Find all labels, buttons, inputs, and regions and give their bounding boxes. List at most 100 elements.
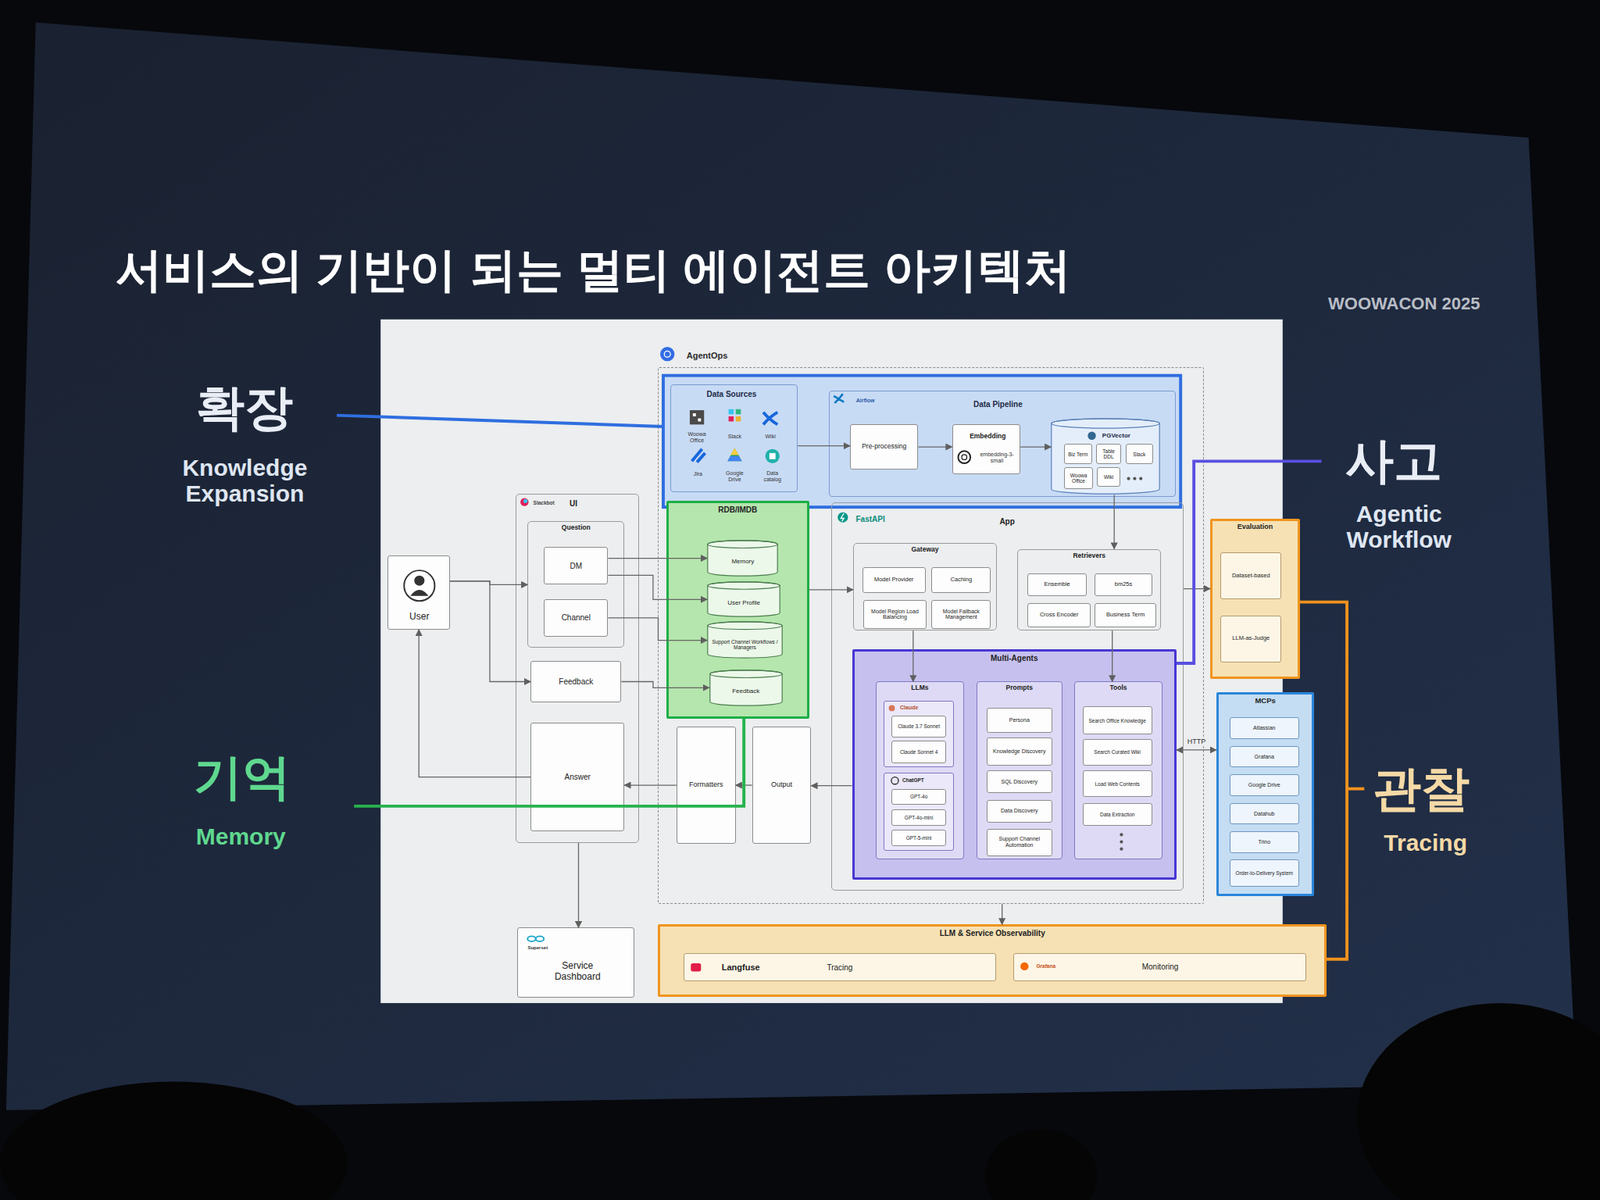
connectors xyxy=(418,446,1217,929)
node-text: Data Extraction xyxy=(1085,811,1150,818)
event-watermark: WOOWACON 2025 xyxy=(1314,294,1494,314)
more-dots xyxy=(1132,476,1136,480)
connector-arrow xyxy=(809,589,854,590)
cylinder-top xyxy=(1051,418,1160,429)
group-box: LLM & Service ObservabilityLangfuse Traci… xyxy=(657,924,1327,997)
node-text: Feedback xyxy=(533,677,618,686)
user-icon xyxy=(414,575,425,586)
cylinder-top xyxy=(707,621,783,630)
data-catalog-icon xyxy=(769,453,776,460)
group-heading: Prompts xyxy=(977,684,1062,692)
node-text: Output xyxy=(755,781,809,790)
node-text: Business Term xyxy=(1097,611,1153,618)
process-box: GPT-4o xyxy=(891,789,946,806)
group-heading: LLM & Service Observability xyxy=(660,928,1325,938)
node-text: Load Web Contents xyxy=(1085,781,1150,787)
node-text: Channel xyxy=(546,613,605,622)
group-box: Multi-AgentsLLMsClaudeClaude 3.7 SonnetC… xyxy=(852,649,1177,880)
process-box: GrafanaMonitoring xyxy=(1013,953,1307,983)
connector-arrow xyxy=(607,557,708,559)
node-text: Trino xyxy=(1232,839,1297,846)
process-box: Cross Encoder xyxy=(1027,603,1091,628)
node-text: Formatters xyxy=(679,781,733,790)
node-text: Langfuse xyxy=(710,962,772,972)
callout-line xyxy=(1346,787,1365,791)
more-dots xyxy=(1119,847,1123,851)
connector-arrow xyxy=(450,581,528,585)
group-box: ClaudeClaude 3.7 SonnetClaude Sonnet 4 xyxy=(883,700,954,768)
database-cylinder: Feedback xyxy=(709,669,783,707)
airflow-icon xyxy=(833,393,844,404)
node-text: Woowa Office xyxy=(1067,472,1090,484)
group-heading: Retrievers xyxy=(1017,552,1161,560)
node-text: Atlassian xyxy=(1232,725,1297,732)
process-box: GPT-5-mini xyxy=(891,829,946,847)
connector-arrow xyxy=(1183,588,1211,590)
node-text: AgentOps xyxy=(666,350,748,360)
node-text: Cross Encoder xyxy=(1030,611,1088,618)
group-box: AirflowData PipelinePre-processingEmbedd… xyxy=(828,390,1176,497)
database-cylinder: User Profile xyxy=(707,581,781,618)
process-box: bm25s xyxy=(1094,573,1152,597)
slackbot-icon xyxy=(520,497,529,506)
node-text: FastAPI xyxy=(842,514,900,523)
langfuse-icon xyxy=(690,963,701,972)
node-text: Wiki xyxy=(757,433,784,440)
process-box: Woowa Office xyxy=(1064,467,1093,489)
node-text: Support Channel Automation xyxy=(989,835,1050,848)
node-text: Grafana xyxy=(1232,753,1297,761)
slack-icon xyxy=(735,409,742,415)
group-heading: LLMs xyxy=(876,684,965,692)
node-text: Google Drive xyxy=(723,470,747,483)
node-text: GPT-4o-mini xyxy=(894,814,943,821)
node-text: Monitoring xyxy=(1119,961,1201,971)
node-text: Claude xyxy=(890,705,928,712)
process-box: Dataset-based xyxy=(1220,552,1282,600)
slide-screen xyxy=(6,22,1577,1111)
process-box: Data Discovery xyxy=(986,800,1053,823)
more-dots xyxy=(1139,476,1143,480)
grafana-icon xyxy=(1020,962,1029,971)
cylinder-body xyxy=(710,670,783,706)
node-text: GPT-4o xyxy=(894,793,943,800)
process-box: LLM-as-Judge xyxy=(1220,615,1282,663)
process-box: Channel xyxy=(543,599,608,637)
group-box: PromptsPersonaKnowledge DiscoverySQL Dis… xyxy=(976,681,1063,859)
openai-icon xyxy=(961,454,968,461)
callout-label: 확장 xyxy=(166,381,323,435)
node-text: Knowledge Discovery xyxy=(989,748,1050,755)
process-box: Answer xyxy=(530,722,625,833)
connector-arrow xyxy=(624,784,677,786)
node-text: GPT-5-mini xyxy=(894,835,943,841)
user-icon xyxy=(410,589,429,597)
edge-label: HTTP xyxy=(1185,738,1208,747)
node-text: ChatGPT xyxy=(892,778,934,784)
user-icon xyxy=(403,570,435,601)
node-text: SQL Discovery xyxy=(989,778,1050,786)
woowa-office-icon xyxy=(692,413,697,417)
process-box: Order-to-Delivery System xyxy=(1229,859,1300,887)
node-text: Ensemble xyxy=(1030,581,1084,588)
node-text: Tracing xyxy=(809,963,871,972)
cylinder-body xyxy=(707,582,780,617)
connector-arrow xyxy=(1001,903,1003,925)
process-box: Pre-processing xyxy=(850,424,919,469)
node-text: Model Region Load Balancing xyxy=(866,608,924,621)
process-box: Load Web Contents xyxy=(1082,770,1153,797)
node-text: Jira xyxy=(684,471,711,479)
group-heading: RDB/IMDB xyxy=(668,505,808,515)
slide-title: 서비스의 기반이 되는 멀티 에이전트 아키텍처 xyxy=(115,244,1072,297)
process-box: Business Term xyxy=(1094,603,1156,628)
process-box: SQL Discovery xyxy=(986,770,1053,793)
callout-label: 기억 xyxy=(164,750,321,804)
connector-arrow xyxy=(450,581,531,683)
callout-bracket xyxy=(1300,602,1347,960)
region-outline: AgentOpsData SourcesWoowa OfficeSlackWik… xyxy=(657,367,1204,904)
process-box: Support Channel Automation xyxy=(986,828,1053,857)
group-box: GatewayModel ProviderCachingModel Region… xyxy=(853,542,997,631)
node-text: Caching xyxy=(934,576,988,583)
node-text: DM xyxy=(546,561,605,571)
google-drive-icon xyxy=(727,447,742,461)
connector-arrow xyxy=(607,617,708,641)
